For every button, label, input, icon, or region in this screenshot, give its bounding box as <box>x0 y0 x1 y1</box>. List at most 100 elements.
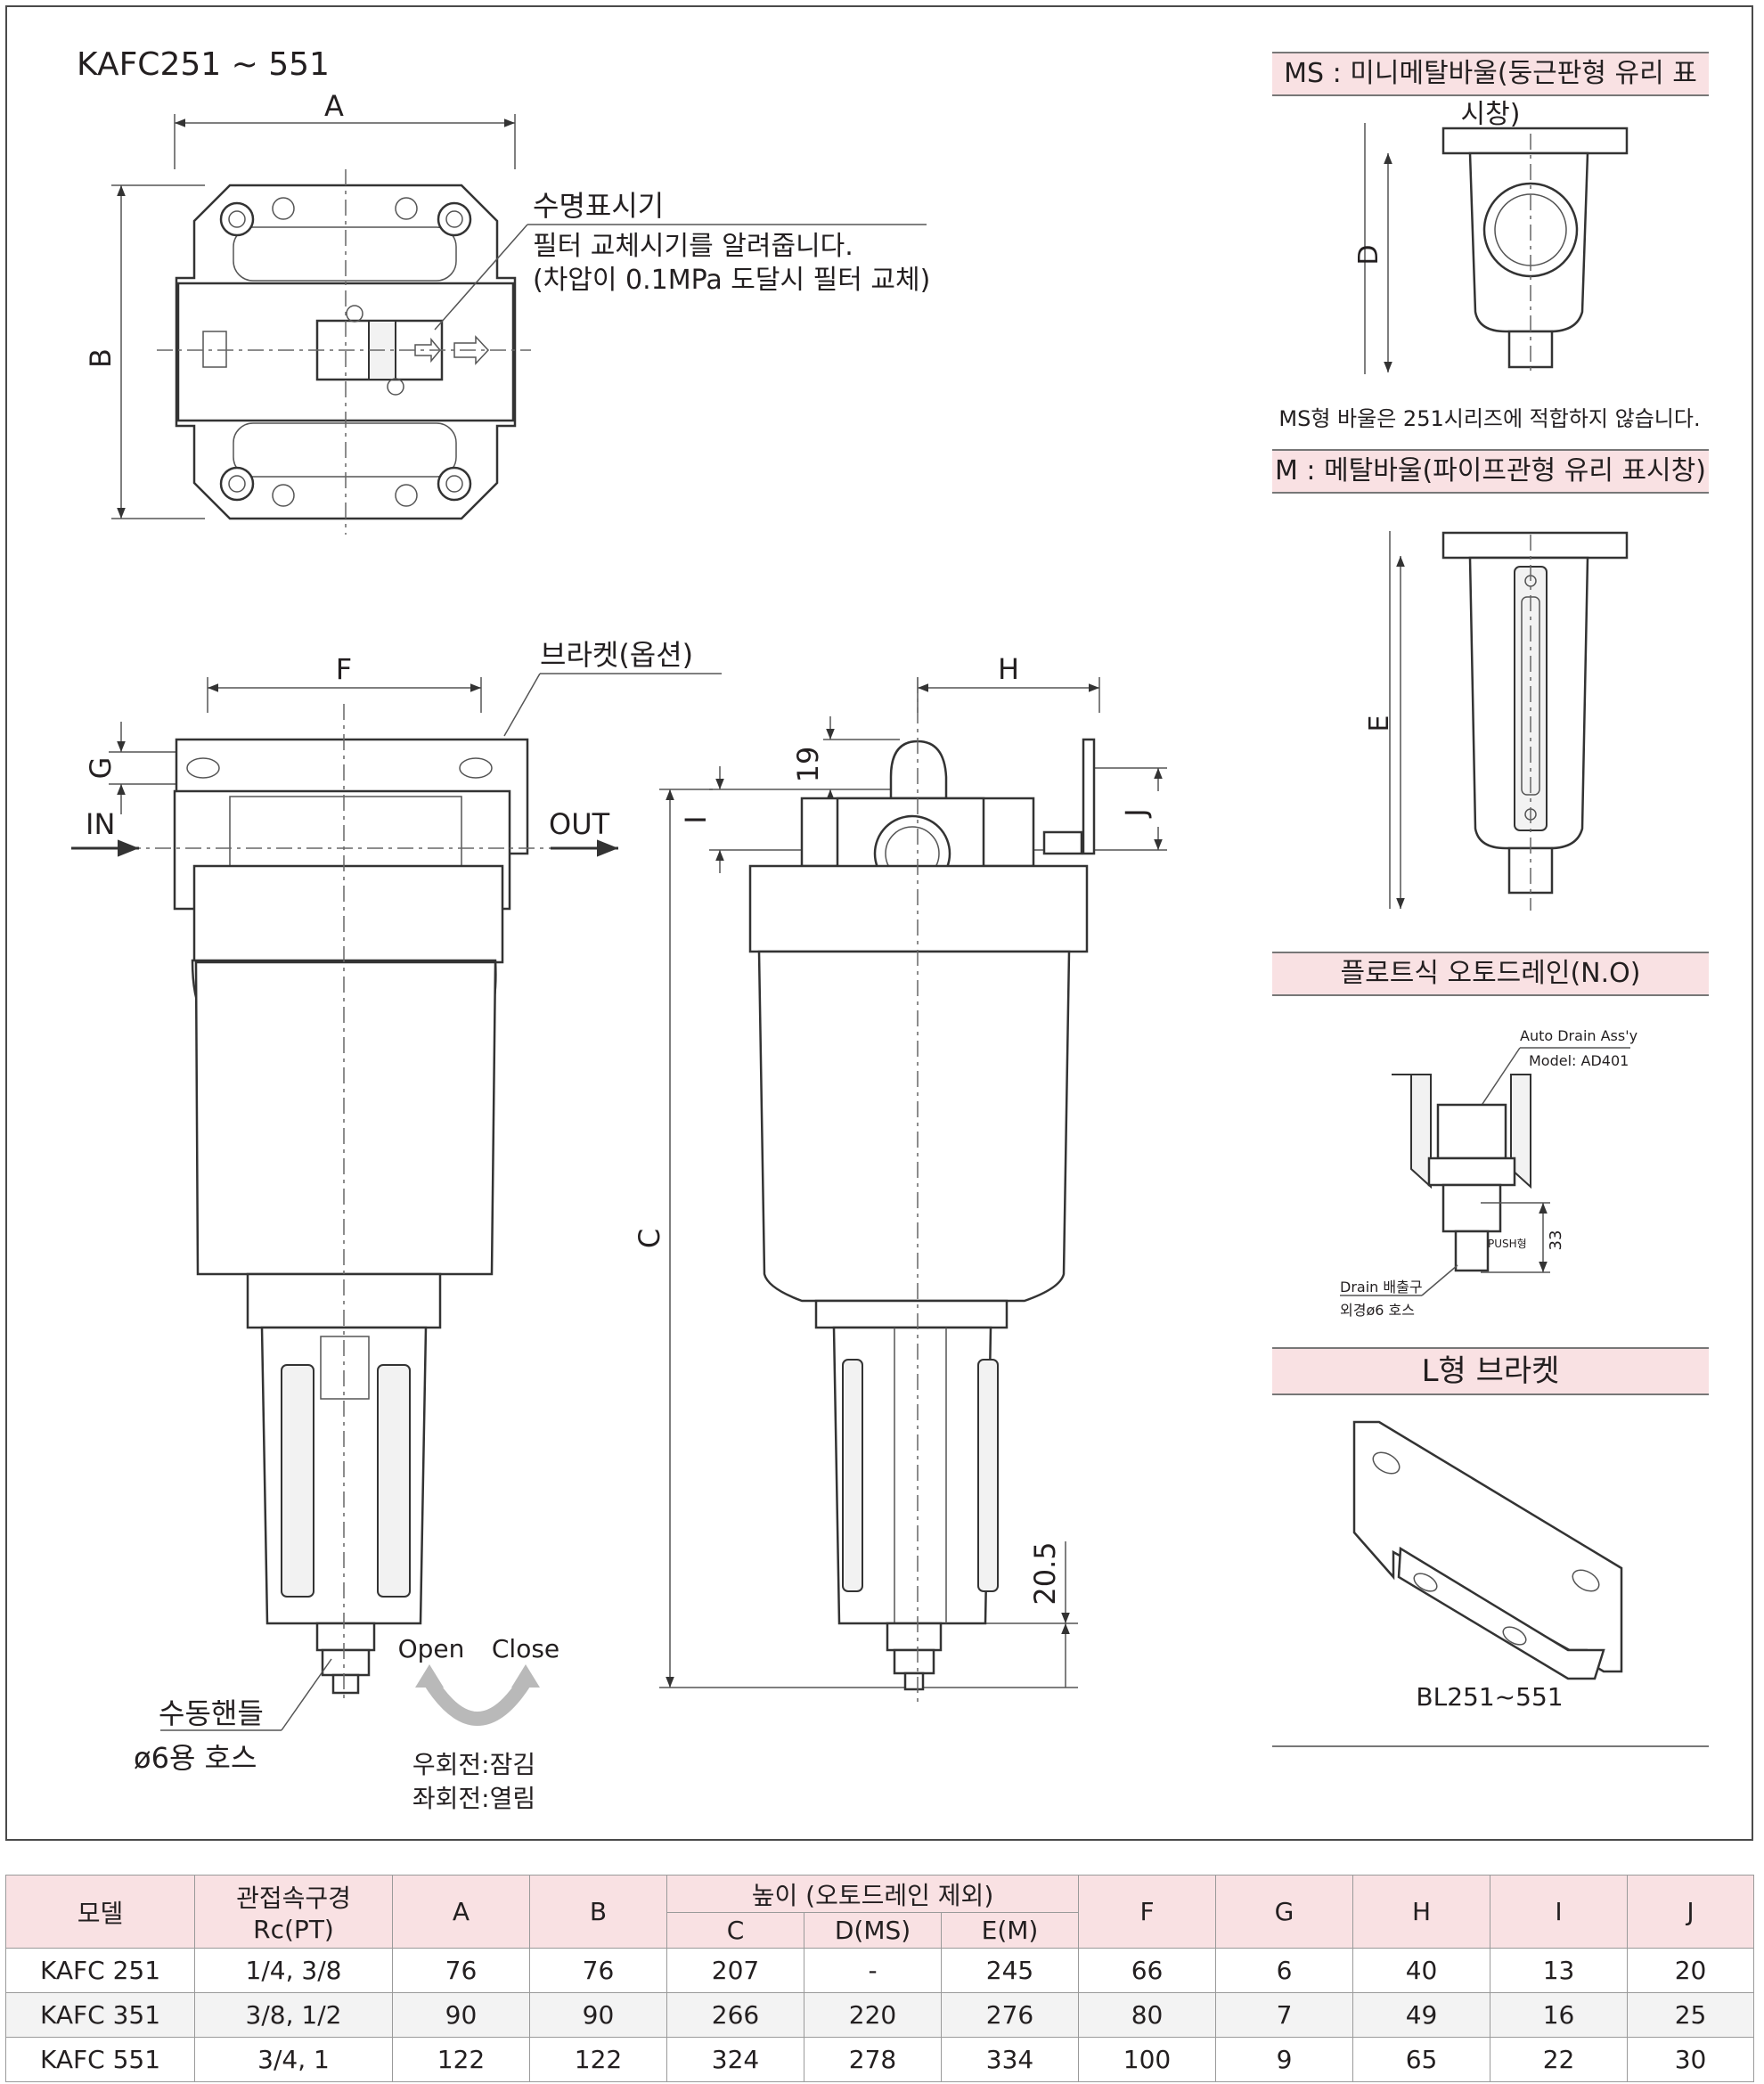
th-b: B <box>529 1875 667 1949</box>
th-connection: 관접속구경 Rc(PT) <box>194 1875 393 1949</box>
bracket-option-label: 브라켓(옵션) <box>540 638 693 672</box>
cell-a: 90 <box>392 1992 530 2038</box>
th-c: C <box>666 1912 804 1949</box>
dim-19-label: 19 <box>791 747 825 783</box>
th-i: I <box>1490 1875 1629 1949</box>
ms-panel-header: MS : 미니메탈바울(둥근판형 유리 표시창) <box>1272 52 1709 130</box>
cell-b: 90 <box>529 1992 667 2038</box>
ms-bowl-drawing: D <box>1353 123 1629 374</box>
cell-e: 276 <box>940 1992 1080 2038</box>
manual-hose-label: ø6용 호스 <box>134 1741 257 1775</box>
l-bracket-drawing: BL251~551 <box>1272 1420 1709 1747</box>
front-view: F G IN OUT 브라켓(옵션) 수동핸들 ø6용 호스 <box>71 638 722 1813</box>
cell-g: 9 <box>1215 2037 1354 2082</box>
cell-e: 245 <box>940 1948 1080 1993</box>
cell-b: 76 <box>529 1948 667 1993</box>
m-panel-header: M : 메탈바울(파이프관형 유리 표시창) <box>1272 449 1709 494</box>
dim-c-label: C <box>633 1229 666 1248</box>
port-out-label: OUT <box>549 807 610 841</box>
cell-e: 334 <box>940 2037 1080 2082</box>
cell-g: 6 <box>1215 1948 1354 1993</box>
cell-j: 25 <box>1627 1992 1755 2038</box>
side-view: H 19 I J C 20.5 <box>633 652 1167 1704</box>
cell-b: 122 <box>529 2037 667 2082</box>
table-row: KAFC 551 3/4, 1 122 122 324 278 334 100 … <box>5 2037 1755 2082</box>
indicator-line1: 필터 교체시기를 알려줍니다. <box>533 231 853 262</box>
cell-d: 278 <box>804 2037 942 2082</box>
drain-assy-label: Auto Drain Ass'y <box>1520 1027 1637 1044</box>
cell-c: 324 <box>666 2037 804 2082</box>
cell-h: 40 <box>1352 1948 1491 1993</box>
open-label: Open <box>398 1634 465 1663</box>
indicator-title: 수명표시기 <box>533 189 664 223</box>
cell-model: KAFC 251 <box>5 1948 195 1993</box>
dim-h-label: H <box>998 652 1019 686</box>
cell-connection: 3/4, 1 <box>194 2037 393 2082</box>
auto-drain-drawing: Auto Drain Ass'y Model: AD401 33 PUSH형 D… <box>1340 1027 1637 1319</box>
cell-g: 7 <box>1215 1992 1354 2038</box>
cell-j: 20 <box>1627 1948 1755 1993</box>
th-h: H <box>1352 1875 1491 1949</box>
cell-f: 66 <box>1078 1948 1217 1993</box>
th-g: G <box>1215 1875 1354 1949</box>
dim-f-label: F <box>336 652 352 686</box>
cell-connection: 3/8, 1/2 <box>194 1992 393 2038</box>
cell-model: KAFC 351 <box>5 1992 195 2038</box>
drain-outlet-label: Drain 배출구 <box>1340 1279 1423 1295</box>
top-view: A B <box>84 89 531 535</box>
th-f: F <box>1078 1875 1217 1949</box>
dim-j-label: J <box>1119 808 1153 818</box>
cell-i: 13 <box>1490 1948 1629 1993</box>
open-arrow-icon <box>415 1664 444 1688</box>
th-connection-line2: Rc(PT) <box>253 1915 334 1944</box>
dim-i-label: I <box>679 815 713 823</box>
cell-d: 220 <box>804 1992 942 2038</box>
cell-a: 76 <box>392 1948 530 1993</box>
th-connection-line1: 관접속구경 <box>236 1884 351 1913</box>
model-title: KAFC251 ~ 551 <box>77 46 330 83</box>
spec-table: 모델 관접속구경 Rc(PT) A B 높이 (오토드레인 제외) F G H … <box>5 1875 1755 2082</box>
drain-model-label: Model: AD401 <box>1529 1052 1629 1069</box>
cell-connection: 1/4, 3/8 <box>194 1948 393 1993</box>
th-a: A <box>392 1875 530 1949</box>
close-arrow-icon <box>511 1664 540 1688</box>
drain-panel-header: 플로트식 오토드레인(N.O) <box>1272 952 1709 996</box>
dim-a-label: A <box>324 89 344 123</box>
drawing-frame <box>5 5 1753 1841</box>
close-label: Close <box>492 1634 559 1663</box>
cell-j: 30 <box>1627 2037 1755 2082</box>
cell-h: 49 <box>1352 1992 1491 2038</box>
dim-e-label: E <box>1364 715 1395 732</box>
th-j: J <box>1627 1875 1755 1949</box>
dim-g-label: G <box>84 757 118 780</box>
rotation-cw-label: 우회전:잠김 <box>412 1750 535 1779</box>
drain-od-label: 외경ø6 호스 <box>1340 1302 1415 1319</box>
cell-f: 80 <box>1078 1992 1217 2038</box>
cell-c: 266 <box>666 1992 804 2038</box>
indicator-line2: (차압이 0.1MPa 도달시 필터 교체) <box>533 265 930 296</box>
indicator-callout: 수명표시기 필터 교체시기를 알려줍니다. (차압이 0.1MPa 도달시 필터… <box>434 189 930 331</box>
cell-i: 16 <box>1490 1992 1629 2038</box>
ms-note: MS형 바울은 251시리즈에 적합하지 않습니다. <box>1278 406 1700 431</box>
cell-f: 100 <box>1078 2037 1217 2082</box>
th-d: D(MS) <box>804 1912 942 1949</box>
cell-d: - <box>804 1948 942 1993</box>
th-e: E(M) <box>940 1912 1080 1949</box>
th-height: 높이 (오토드레인 제외) <box>666 1875 1080 1913</box>
cell-i: 22 <box>1490 2037 1629 2082</box>
technical-drawing: KAFC251 ~ 551 A B 수명표시기 필터 교체시기를 알려 <box>71 46 1709 1813</box>
dim-33-label: 33 <box>1547 1230 1565 1251</box>
dim-b-label: B <box>84 348 118 368</box>
cell-c: 207 <box>666 1948 804 1993</box>
cell-a: 122 <box>392 2037 530 2082</box>
dim-20-5-label: 20.5 <box>1028 1541 1062 1605</box>
dim-d-label: D <box>1353 244 1384 265</box>
bracket-model-label: BL251~551 <box>1416 1682 1563 1712</box>
port-in-label: IN <box>86 807 115 841</box>
manual-handle-label: 수동핸들 <box>159 1696 264 1730</box>
th-model: 모델 <box>5 1875 195 1949</box>
bracket-panel-header: L형 브라켓 <box>1272 1347 1709 1395</box>
rotation-ccw-label: 좌회전:열림 <box>412 1784 535 1813</box>
m-bowl-drawing: E <box>1364 531 1629 911</box>
drain-push-label: PUSH형 <box>1488 1238 1527 1250</box>
